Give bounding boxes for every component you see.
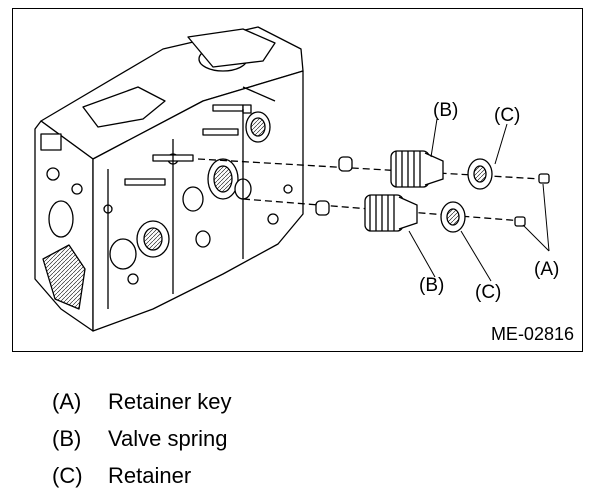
valve-spring-lower (364, 194, 418, 232)
legend-key: (A) (52, 388, 82, 414)
legend-row-a: (A) Retainer key (52, 383, 232, 420)
leader-lines (408, 118, 550, 282)
legend-row-b: (B) Valve spring (52, 420, 232, 457)
callout-c-bottom: (C) (475, 282, 502, 303)
valve-spring-upper (390, 150, 444, 188)
callout-c-top: (C) (494, 105, 521, 126)
legend-label: Retainer key (108, 388, 232, 414)
legend-row-c: (C) Retainer (52, 457, 232, 494)
legend-key: (B) (52, 425, 82, 451)
callout-a: (A) (534, 259, 560, 280)
valve-stem-seal-upper (338, 156, 353, 172)
callout-b-bottom: (B) (419, 275, 445, 296)
retainer-key-upper (538, 173, 550, 184)
legend-key: (C) (52, 462, 83, 488)
retainer-upper (467, 158, 493, 190)
legend: (A) Retainer key (B) Valve spring (C) Re… (52, 383, 232, 494)
exploded-parts (197, 150, 550, 233)
retainer-lower (440, 201, 466, 233)
valve-stem-seal-lower (315, 200, 330, 216)
callout-b-top: (B) (433, 100, 459, 121)
figure-id: ME-02816 (490, 324, 574, 344)
retainer-key-lower (514, 216, 526, 227)
cylinder-head (34, 26, 304, 332)
figure-frame: (B) (C) (B) (C) (A) ME-02816 (12, 8, 583, 352)
cylinder-head-exploded-view (34, 26, 550, 332)
legend-label: Valve spring (108, 425, 228, 451)
legend-label: Retainer (108, 462, 192, 488)
